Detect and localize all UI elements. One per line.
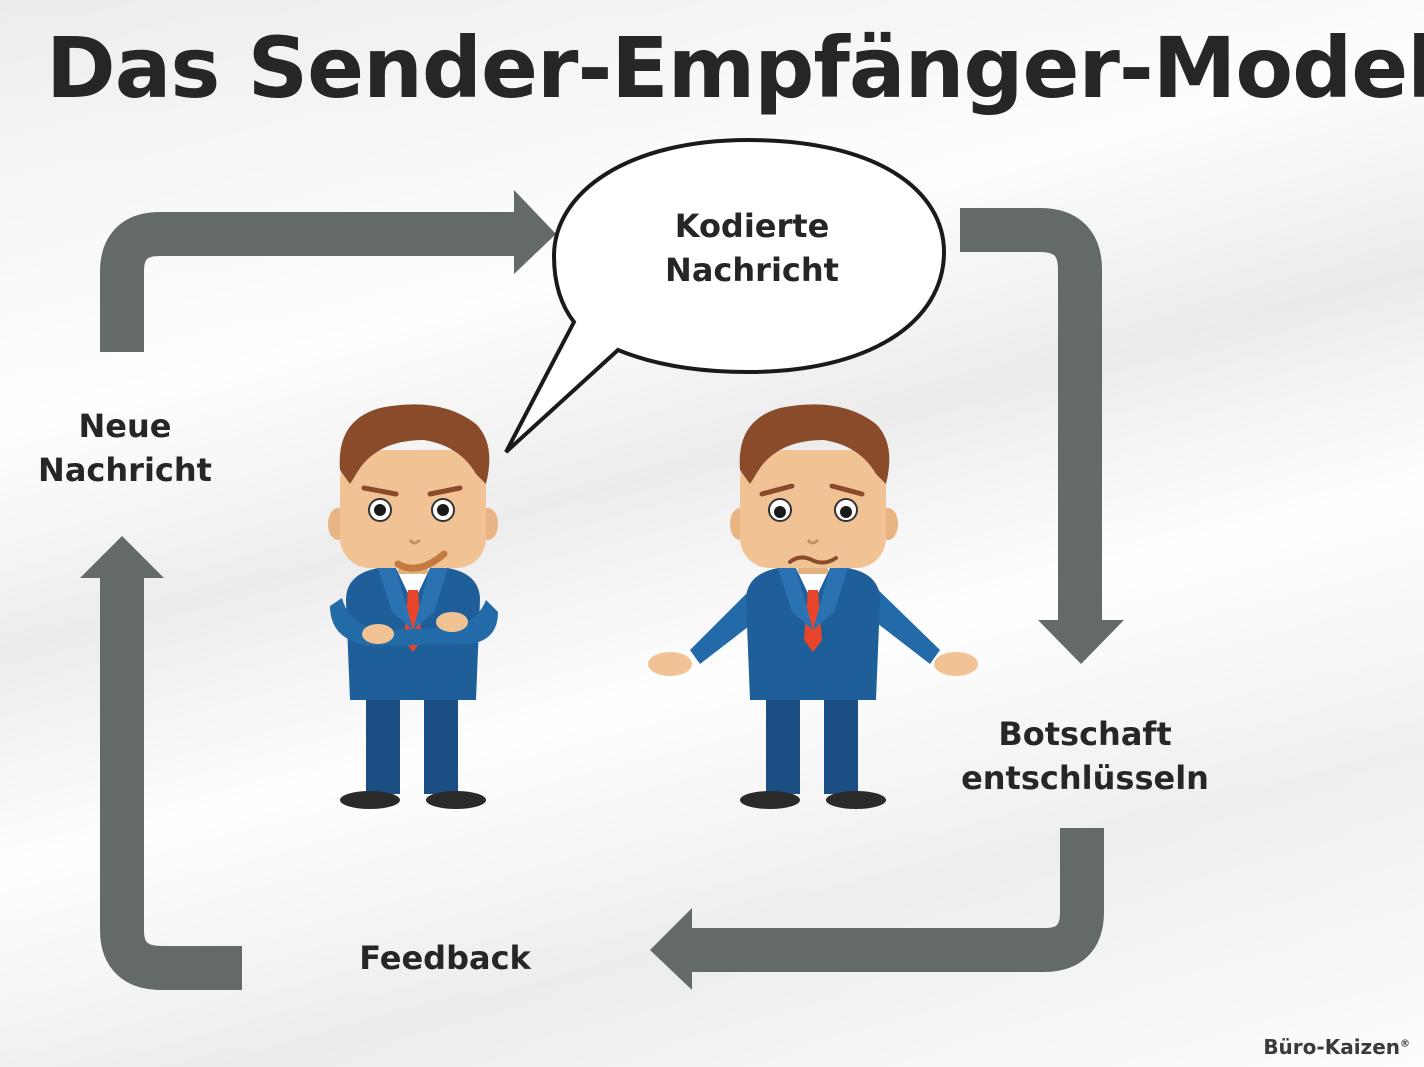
arrow-bubble-to-botschaft — [960, 208, 1102, 622]
speech-bubble — [504, 137, 947, 454]
feedback-text: Feedback — [359, 939, 531, 977]
botschaft-line2: entschlüsseln — [961, 759, 1209, 797]
label-feedback: Feedback — [340, 936, 550, 980]
arrowhead-up-left — [80, 536, 164, 578]
page-title: Das Sender-Empfänger-Modell — [46, 19, 1424, 117]
bubble-text: Kodierte Nachricht — [620, 204, 884, 292]
neue-line2: Nachricht — [38, 451, 212, 489]
sender-figure — [328, 404, 498, 809]
brand-logo: Büro-Kaizen® — [1263, 1035, 1410, 1059]
brand-name: Büro-Kaizen — [1263, 1035, 1400, 1059]
label-botschaft-entschluesseln: Botschaft entschlüsseln — [950, 712, 1220, 800]
arrow-botschaft-to-feedback — [690, 828, 1104, 972]
receiver-figure — [648, 404, 978, 809]
label-neue-nachricht: Neue Nachricht — [20, 404, 230, 492]
neue-line1: Neue — [78, 407, 172, 445]
brand-mark: ® — [1400, 1038, 1410, 1050]
arrowhead-left-bottom — [650, 908, 692, 990]
bubble-line2: Nachricht — [665, 251, 839, 289]
arrow-neue-to-bubble — [100, 212, 520, 352]
arrowhead-right-top — [514, 190, 556, 274]
botschaft-line1: Botschaft — [998, 715, 1172, 753]
arrowhead-down-right — [1038, 620, 1124, 664]
arrow-feedback-to-neue — [100, 576, 242, 990]
bubble-line1: Kodierte — [674, 207, 830, 245]
